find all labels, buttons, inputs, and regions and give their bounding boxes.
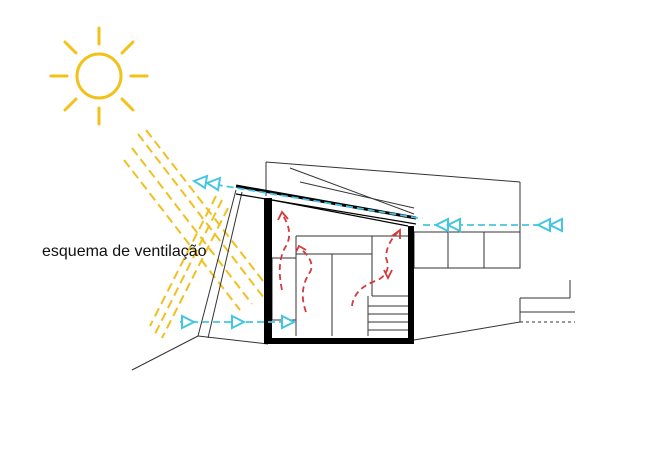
building-walls: [264, 198, 414, 344]
sun-rays: [123, 129, 271, 339]
building-outline: [131, 161, 575, 371]
sun-icon: [49, 26, 149, 126]
cool-airflow: [180, 181, 562, 323]
warm-airflow: [278, 213, 399, 313]
arrowhead-icon: [277, 210, 401, 281]
diagram-caption: esquema de ventilação: [42, 243, 207, 260]
triangle-arrow-icon: [181, 174, 563, 330]
